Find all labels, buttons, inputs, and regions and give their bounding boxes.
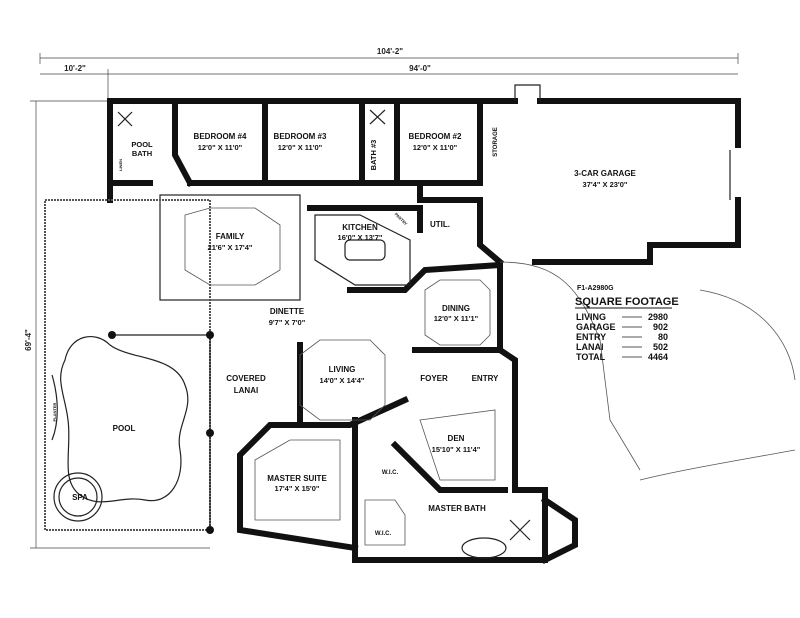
storage-label: STORAGE xyxy=(493,127,499,157)
overall-width-dimension: 104'-2" xyxy=(377,47,403,56)
pool-outline xyxy=(60,336,189,503)
bedroom2-size: 12'0" X 11'0" xyxy=(413,143,458,152)
den-label: DEN xyxy=(448,434,465,443)
master-suite-size: 17'4" X 15'0" xyxy=(275,484,320,493)
covered-lanai-label: COVERED xyxy=(226,374,266,383)
room-labels: BEDROOM #4 12'0" X 11'0" BEDROOM #3 12'0… xyxy=(52,127,637,537)
garage-size: 37'4" X 23'0" xyxy=(583,180,628,189)
walls xyxy=(107,98,741,565)
sqft-value: 4464 xyxy=(648,352,668,362)
dinette-size: 9'7" X 7'0" xyxy=(269,318,306,327)
garage-label: 3-CAR GARAGE xyxy=(574,169,636,178)
bedroom3-size: 12'0" X 11'0" xyxy=(278,143,323,152)
sqft-row-entry: ENTRY 80 xyxy=(576,332,668,342)
kitchen-size: 16'0" X 13'7" xyxy=(338,233,383,242)
entry-label: ENTRY xyxy=(472,374,499,383)
living-size: 14'0" X 14'4" xyxy=(320,376,365,385)
wic-label-1: W.I.C. xyxy=(382,470,399,476)
sqft-row-lanai: LANAI 502 xyxy=(576,342,668,352)
foyer-label: FOYER xyxy=(420,374,448,383)
sqft-label: ENTRY xyxy=(576,332,606,342)
bedroom3-label: BEDROOM #3 xyxy=(274,132,327,141)
bedroom2-label: BEDROOM #2 xyxy=(409,132,462,141)
den-size: 15'10" X 11'4" xyxy=(432,445,481,454)
dining-label: DINING xyxy=(442,304,470,313)
pool-label: POOL xyxy=(113,424,136,433)
main-width-dimension: 94'-0" xyxy=(409,64,431,73)
bath3-label: BATH #3 xyxy=(369,140,378,171)
living-label: LIVING xyxy=(329,365,356,374)
sqft-label: LANAI xyxy=(576,342,604,352)
pantry-label: PANTRY xyxy=(394,212,409,227)
covered-lanai-label-2: LANAI xyxy=(234,386,258,395)
dimension-lines xyxy=(30,53,739,549)
plan-id: F1-A2980G xyxy=(577,285,614,292)
sqft-label: TOTAL xyxy=(576,352,606,362)
family-label: FAMILY xyxy=(216,232,245,241)
master-suite-label: MASTER SUITE xyxy=(267,474,327,483)
sqft-value: 502 xyxy=(653,342,668,352)
sqft-value: 2980 xyxy=(648,312,668,322)
overall-depth-dimension: 69'-4" xyxy=(24,329,33,351)
left-offset-dimension: 10'-2" xyxy=(64,64,86,73)
linen-label: LINEN xyxy=(118,159,123,171)
sqft-label: LIVING xyxy=(576,312,606,322)
sqft-row-garage: GARAGE 902 xyxy=(576,322,668,332)
pool-deck xyxy=(44,199,214,534)
square-footage-table: F1-A2980G SQUARE FOOTAGE LIVING 2980 GARA… xyxy=(575,285,679,362)
sqft-row-total: TOTAL 4464 xyxy=(576,352,668,362)
kitchen-label: KITCHEN xyxy=(342,223,378,232)
family-size: 21'6" X 17'4" xyxy=(208,243,253,252)
sqft-label: GARAGE xyxy=(576,322,616,332)
bedroom4-size: 12'0" X 11'0" xyxy=(198,143,243,152)
sqft-row-living: LIVING 2980 xyxy=(576,312,668,322)
square-footage-title: SQUARE FOOTAGE xyxy=(575,296,679,308)
sqft-value: 80 xyxy=(658,332,668,342)
util-label: UTIL. xyxy=(430,220,450,229)
pool-bath-label-2: BATH xyxy=(132,149,152,158)
pool-bath-label: POOL xyxy=(131,140,153,149)
dining-size: 12'0" X 11'1" xyxy=(434,314,479,323)
dinette-label: DINETTE xyxy=(270,307,305,316)
wic-label-2: W.I.C. xyxy=(375,531,392,537)
master-bath-label: MASTER BATH xyxy=(428,504,486,513)
planter-label: PLANTER xyxy=(52,402,57,421)
sqft-value: 902 xyxy=(653,322,668,332)
bedroom4-label: BEDROOM #4 xyxy=(194,132,247,141)
spa-label: SPA xyxy=(72,493,88,502)
interior-lines xyxy=(117,84,796,559)
